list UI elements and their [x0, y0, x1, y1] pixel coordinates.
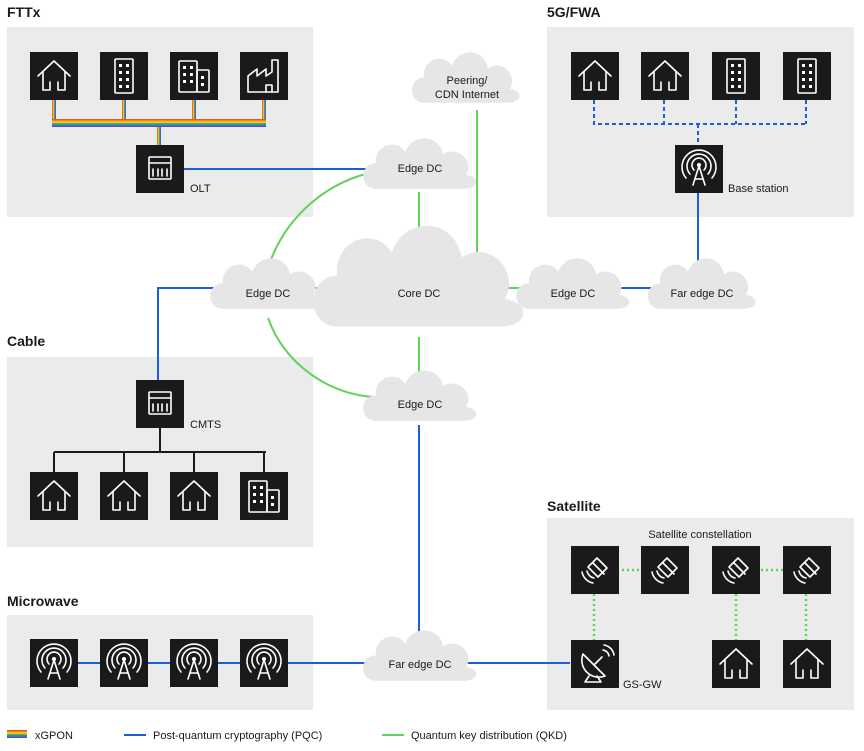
cmts-label: CMTS	[190, 419, 221, 431]
edge-dc-right-label: Edge DC	[551, 288, 596, 300]
pqc-link-cmts-edge	[157, 287, 222, 380]
building-icon	[99, 51, 149, 101]
house-icon	[29, 471, 79, 521]
house-icon	[99, 471, 149, 521]
legend-qkd-label: Quantum key distribution (QKD)	[411, 730, 567, 742]
house-icon	[782, 639, 832, 689]
cable-coax-tree	[53, 428, 266, 472]
peering-label-line1: Peering/	[447, 75, 489, 87]
satellite-icon	[640, 545, 690, 595]
microwave-title: Microwave	[7, 593, 79, 609]
xgpon-tree	[52, 100, 266, 145]
pqc-links	[76, 100, 807, 664]
satellite-constellation-label: Satellite constellation	[648, 529, 751, 541]
far-edge-dc-bottom-cloud	[363, 630, 477, 681]
office-buildings-icon	[239, 471, 289, 521]
far-edge-dc-right-cloud	[648, 258, 756, 309]
core-dc-cloud	[313, 225, 524, 327]
edge-dc-top-label: Edge DC	[398, 163, 443, 175]
building-icon	[782, 51, 832, 101]
house-icon	[640, 51, 690, 101]
edge-dc-left-label: Edge DC	[246, 288, 291, 300]
pqc-fwa-tree	[593, 100, 807, 146]
peering-label-line2: CDN Internet	[435, 89, 499, 101]
microwave-antenna-icon	[99, 638, 149, 688]
satellite-icon	[570, 545, 620, 595]
cable-title: Cable	[7, 333, 45, 349]
olt-icon	[135, 144, 185, 194]
cmts-icon	[135, 379, 185, 429]
base-station-label: Base station	[728, 183, 789, 195]
qkd-links	[267, 110, 808, 640]
far-edge-dc-right-label: Far edge DC	[671, 288, 734, 300]
edge-dc-left-cloud	[210, 258, 324, 309]
microwave-antenna-icon	[169, 638, 219, 688]
core-dc-label: Core DC	[398, 288, 441, 300]
satellite-title: Satellite	[547, 498, 601, 514]
microwave-antenna-icon	[29, 638, 79, 688]
legend-xgpon-label: xGPON	[35, 730, 73, 742]
building-icon	[711, 51, 761, 101]
house-icon	[169, 471, 219, 521]
house-icon	[570, 51, 620, 101]
microwave-antenna-icon	[239, 638, 289, 688]
satellite-icon	[711, 545, 761, 595]
legend: xGPON Post-quantum cryptography (PQC) Qu…	[7, 730, 567, 742]
fttx-title: FTTx	[7, 4, 41, 20]
far-edge-dc-bottom-label: Far edge DC	[389, 659, 452, 671]
edge-dc-bottom-cloud	[363, 370, 477, 421]
olt-label: OLT	[190, 183, 211, 195]
base-station-antenna-icon	[674, 144, 724, 194]
gs-gw-label: GS-GW	[623, 679, 662, 691]
edge-dc-right-cloud	[516, 258, 630, 309]
qkd-link-ring-bottom	[267, 317, 376, 398]
fwa-title: 5G/FWA	[547, 4, 601, 20]
edge-dc-bottom-label: Edge DC	[398, 399, 443, 411]
legend-pqc-label: Post-quantum cryptography (PQC)	[153, 730, 322, 742]
qkd-link-ring-top	[267, 171, 376, 269]
factory-icon	[239, 51, 289, 101]
legend-xgpon-swatch	[7, 730, 27, 738]
office-buildings-icon	[169, 51, 219, 101]
house-icon	[711, 639, 761, 689]
satellite-dish-icon	[570, 639, 620, 689]
house-icon	[29, 51, 79, 101]
satellite-icon	[782, 545, 832, 595]
